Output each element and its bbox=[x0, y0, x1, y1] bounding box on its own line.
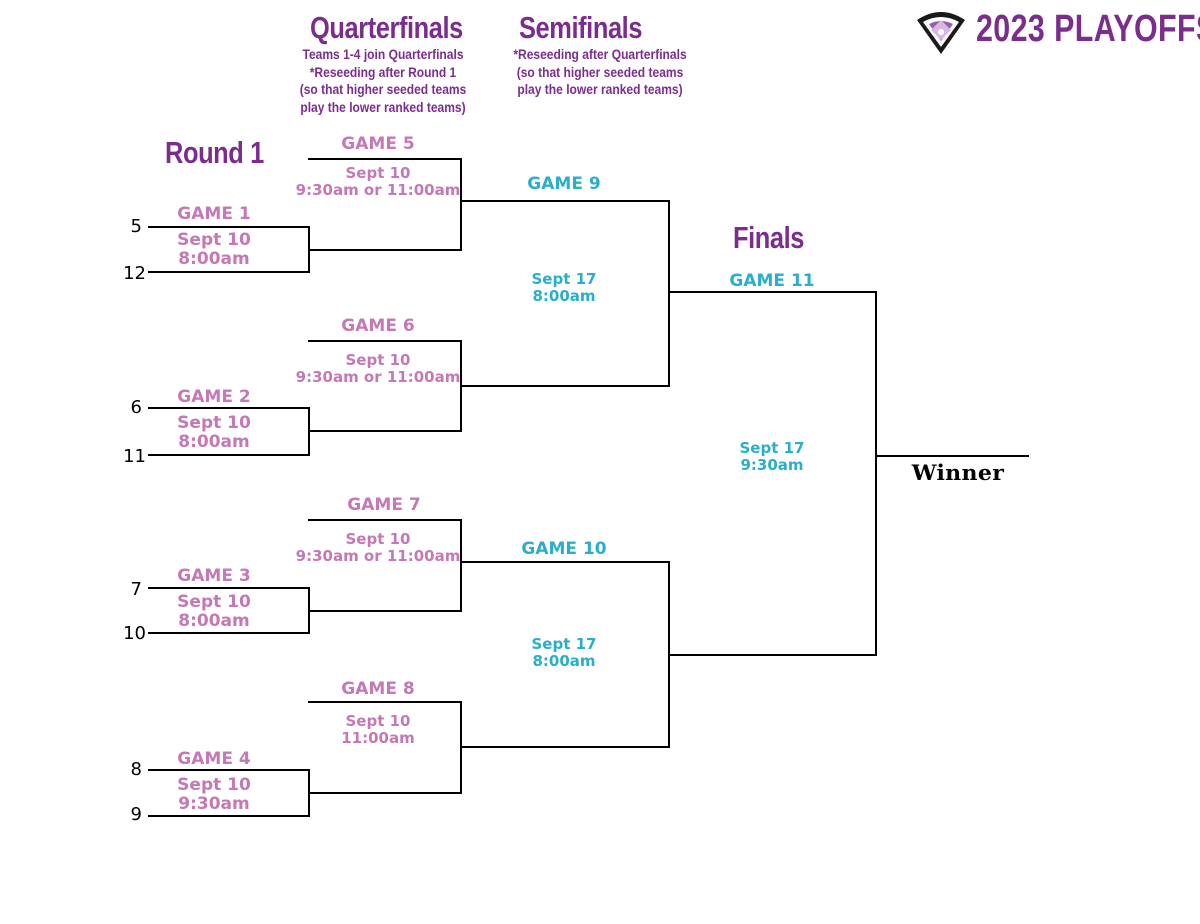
game-9-label: GAME 9 bbox=[527, 174, 601, 194]
game-1-label: GAME 1 bbox=[177, 204, 251, 224]
game-date: Sept 10 bbox=[345, 530, 411, 548]
seed-number: 10 bbox=[123, 623, 146, 644]
bracket-line bbox=[308, 610, 462, 612]
game-11-label: GAME 11 bbox=[729, 271, 815, 291]
game-time: 8:00am bbox=[178, 249, 250, 269]
note-line: play the lower ranked teams) bbox=[300, 98, 466, 115]
bracket-line bbox=[308, 340, 462, 342]
game-date: Sept 17 bbox=[739, 439, 805, 457]
seed-number: 8 bbox=[130, 759, 142, 780]
game-7-label: GAME 7 bbox=[347, 495, 421, 515]
bracket-line bbox=[668, 291, 877, 293]
game-9-schedule: Sept 17 8:00am bbox=[504, 271, 624, 305]
game-date: Sept 10 bbox=[177, 592, 251, 612]
game-date: Sept 10 bbox=[345, 712, 411, 730]
game-1-schedule: Sept 10 8:00am bbox=[154, 231, 274, 269]
game-2-label: GAME 2 bbox=[177, 387, 251, 407]
bracket-line bbox=[460, 561, 670, 563]
game-8-label: GAME 8 bbox=[341, 679, 415, 699]
game-3-schedule: Sept 10 8:00am bbox=[154, 593, 274, 631]
bracket-line bbox=[148, 769, 310, 771]
bracket-line bbox=[148, 226, 310, 228]
game-2-schedule: Sept 10 8:00am bbox=[154, 414, 274, 452]
note-line: *Reseeding after Round 1 bbox=[309, 63, 457, 80]
game-4-schedule: Sept 10 9:30am bbox=[154, 776, 274, 814]
semifinals-heading: Semifinals bbox=[519, 10, 643, 45]
game-time: 9:30am bbox=[178, 794, 250, 814]
game-time: 9:30am or 11:00am bbox=[295, 368, 461, 386]
bracket-line bbox=[148, 454, 310, 456]
bracket-line bbox=[148, 815, 310, 817]
bracket-line bbox=[460, 385, 670, 387]
note-line: (so that higher seeded teams bbox=[299, 81, 467, 97]
game-7-schedule: Sept 10 9:30am or 11:00am bbox=[288, 531, 468, 565]
game-6-label: GAME 6 bbox=[341, 316, 415, 336]
bracket-line bbox=[308, 249, 462, 251]
game-3-label: GAME 3 bbox=[177, 566, 251, 586]
game-date: Sept 10 bbox=[177, 230, 251, 250]
bracket-line bbox=[148, 407, 310, 409]
game-date: Sept 17 bbox=[531, 270, 597, 288]
game-6-schedule: Sept 10 9:30am or 11:00am bbox=[288, 352, 468, 386]
bracket-line bbox=[148, 632, 310, 634]
game-date: Sept 10 bbox=[177, 413, 251, 433]
baseball-diamond-logo-icon bbox=[915, 10, 967, 56]
semifinals-notes: *Reseeding after Quarterfinals (so that … bbox=[501, 46, 699, 99]
bracket-line bbox=[308, 158, 462, 160]
game-time: 8:00am bbox=[532, 287, 596, 305]
game-10-label: GAME 10 bbox=[521, 539, 607, 559]
game-time: 8:00am bbox=[178, 611, 250, 631]
bracket-line bbox=[148, 587, 310, 589]
page-title: 2023 PLAYOFFS bbox=[976, 8, 1200, 50]
seed-number: 7 bbox=[130, 579, 142, 600]
seed-number: 5 bbox=[130, 216, 142, 237]
game-time: 9:30am or 11:00am bbox=[295, 547, 461, 565]
game-5-label: GAME 5 bbox=[341, 134, 415, 154]
game-8-schedule: Sept 10 11:00am bbox=[288, 713, 468, 747]
game-11-schedule: Sept 17 9:30am bbox=[712, 440, 832, 474]
bracket-line bbox=[875, 291, 877, 656]
quarterfinals-heading: Quarterfinals bbox=[310, 10, 463, 45]
bracket-line bbox=[460, 746, 670, 748]
game-date: Sept 10 bbox=[345, 351, 411, 369]
game-date: Sept 17 bbox=[531, 635, 597, 653]
bracket-line bbox=[308, 792, 462, 794]
seed-number: 9 bbox=[130, 804, 142, 825]
note-line: (so that higher seeded teams bbox=[516, 63, 684, 80]
quarterfinals-notes: Teams 1-4 join Quarterfinals *Reseeding … bbox=[284, 46, 482, 116]
game-time: 8:00am bbox=[178, 432, 250, 452]
bracket-line bbox=[668, 200, 670, 387]
note-line: *Reseeding after Quarterfinals bbox=[513, 46, 687, 62]
bracket-line bbox=[308, 519, 462, 521]
game-10-schedule: Sept 17 8:00am bbox=[504, 636, 624, 670]
game-5-schedule: Sept 10 9:30am or 11:00am bbox=[288, 165, 468, 199]
winner-line bbox=[875, 455, 1029, 457]
game-date: Sept 10 bbox=[177, 775, 251, 795]
round-1-heading: Round 1 bbox=[165, 135, 264, 170]
game-time: 9:30am or 11:00am bbox=[295, 181, 461, 199]
game-4-label: GAME 4 bbox=[177, 749, 251, 769]
bracket-line bbox=[668, 654, 877, 656]
note-line: Teams 1-4 join Quarterfinals bbox=[302, 46, 464, 62]
winner-label: Winner bbox=[911, 460, 1005, 485]
bracket-line bbox=[308, 701, 462, 703]
game-time: 9:30am bbox=[740, 456, 804, 474]
seed-number: 6 bbox=[130, 397, 142, 418]
bracket-line bbox=[148, 271, 310, 273]
bracket-line bbox=[460, 158, 462, 251]
seed-number: 11 bbox=[123, 446, 146, 467]
bracket-line bbox=[460, 519, 462, 612]
game-time: 8:00am bbox=[532, 652, 596, 670]
seed-number: 12 bbox=[123, 263, 146, 284]
note-line: play the lower ranked teams) bbox=[517, 81, 683, 97]
game-date: Sept 10 bbox=[345, 164, 411, 182]
bracket-line bbox=[308, 430, 462, 432]
game-time: 11:00am bbox=[341, 729, 415, 747]
finals-heading: Finals bbox=[733, 220, 805, 255]
bracket-line bbox=[460, 200, 670, 202]
